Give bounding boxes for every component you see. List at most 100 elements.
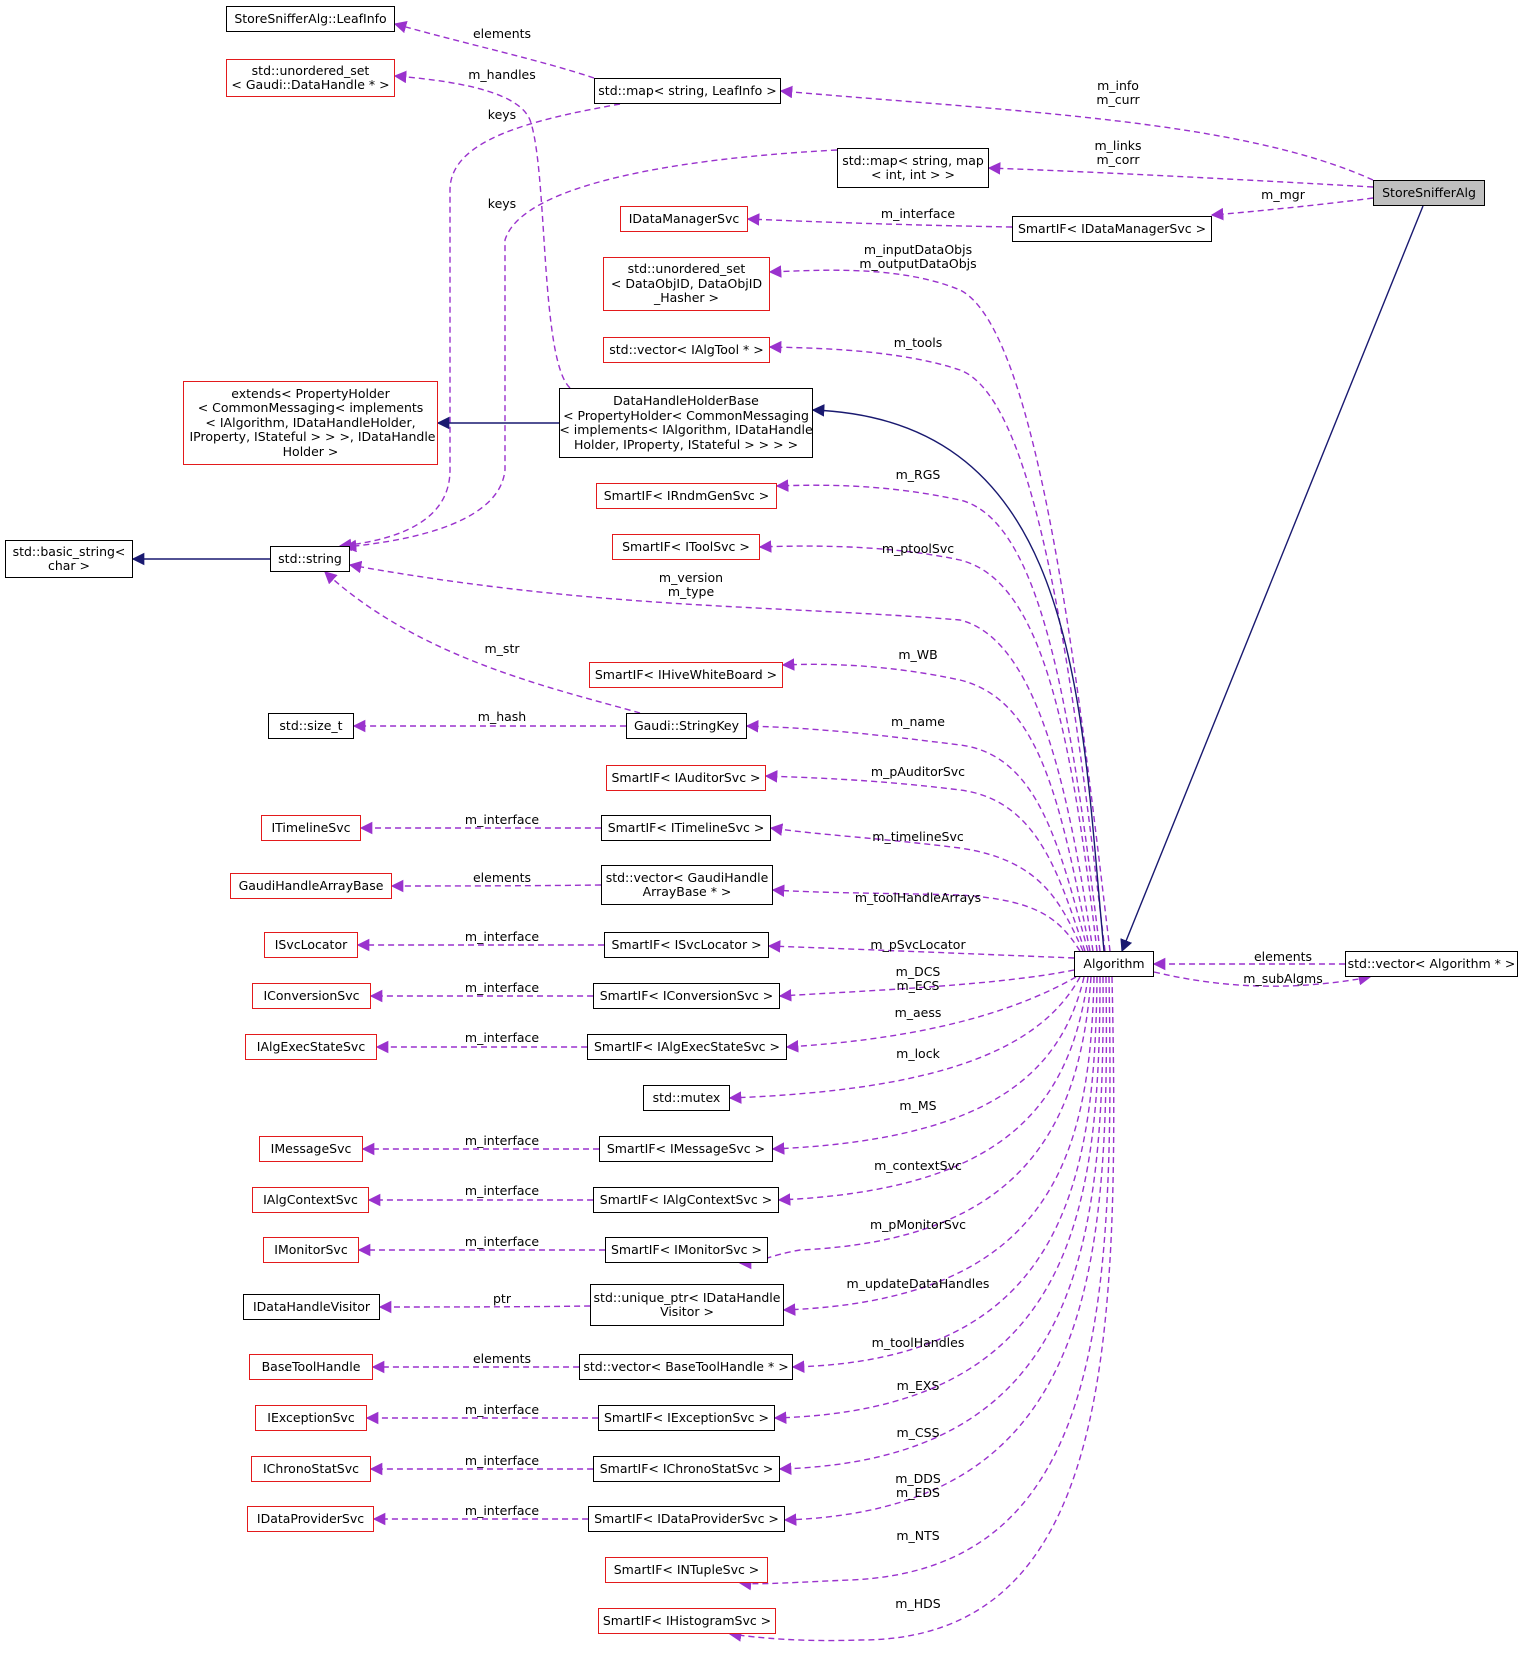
edge-elements-gaudihandle [390,879,602,893]
node-mutex[interactable]: std::mutex [643,1085,730,1111]
node-map-map[interactable]: std::map< string, map < int, int > > [837,148,989,188]
node-map-leafinfo[interactable]: std::map< string, LeafInfo > [594,78,781,104]
edge-label-elements-gaudihandle: elements [473,870,531,885]
node-datahandleholderbase[interactable]: DataHandleHolderBase < PropertyHolder< C… [559,388,813,458]
edge-m-psvclocator [767,940,1075,959]
node-smartif-idatamanager[interactable]: SmartIF< IDataManagerSvc > [1012,216,1212,242]
node-iexceptionsvc: IExceptionSvc [255,1405,367,1431]
edge-label-m-interface-datamgr: m_interface [881,206,955,221]
edge-label-m-pauditorsvc: m_pAuditorSvc [871,764,965,779]
node-smartif-isvclocator[interactable]: SmartIF< ISvcLocator > [604,932,769,958]
edge-m-ptoolsvc [758,540,1098,952]
node-smartif-ihive: SmartIF< IHiveWhiteBoard > [589,662,783,688]
edge-label-m-lock: m_lock [896,1046,940,1061]
node-smartif-imessage[interactable]: SmartIF< IMessageSvc > [599,1136,773,1162]
edge-label-keys-mapmap: keys [488,196,516,211]
node-vector-gaudihandle[interactable]: std::vector< GaudiHandle ArrayBase * > [601,865,773,905]
edge-m-links-corr [987,162,1374,188]
edge-alg-datahandleholderbase [811,404,1105,952]
edge-label-m-nts: m_NTS [896,1528,939,1543]
edge-label-ptr: ptr [493,1291,512,1306]
edge-m-pmonitorsvc [738,976,1092,1270]
node-basic-string[interactable]: std::basic_string< char > [5,540,133,578]
edge-keys-mapmap [343,149,838,553]
edge-label-m-hds: m_HDS [895,1596,940,1611]
edge-label-m-name: m_name [891,714,945,729]
edge-label-m-aess: m_aess [895,1005,942,1020]
node-idataprovidersvc: IDataProviderSvc [247,1506,374,1532]
node-smartif-ialgcontext[interactable]: SmartIF< IAlgContextSvc > [593,1187,779,1213]
edge-m-nts [738,976,1111,1591]
node-basetoolhandle: BaseToolHandle [249,1354,373,1380]
node-storesniffer[interactable]: StoreSnifferAlg [1373,180,1485,206]
edge-m-handles [393,70,571,389]
node-vector-basetool[interactable]: std::vector< BaseToolHandle * > [579,1354,793,1380]
edge-label-m-interface-conversion: m_interface [465,980,539,995]
edge-label-m-tools: m_tools [894,335,943,350]
node-uset-datahandle: std::unordered_set < Gaudi::DataHandle *… [226,59,395,97]
edge-m-name [745,720,1089,952]
edge-label-m-str: m_str [485,641,521,656]
edge-label-m-exs: m_EXS [897,1378,940,1393]
node-smartif-ichrono[interactable]: SmartIF< IChronoStatSvc > [593,1456,780,1482]
node-gaudihandlearraybase: GaudiHandleArrayBase [230,873,392,899]
edge-label-m-contextsvc: m_contextSvc [874,1158,962,1173]
edge-m-subalgms [1153,971,1372,987]
edge-label-m-rgs: m_RGS [896,467,941,482]
edge-keys-map [338,103,621,552]
edge-m-css [778,976,1104,1475]
node-imonitorsvc: IMonitorSvc [263,1237,359,1263]
edge-label-m-interface-dataprovider: m_interface [465,1503,539,1518]
node-ialgexecstatesvc: IAlgExecStateSvc [245,1034,377,1060]
node-unique-ptr[interactable]: std::unique_ptr< IDataHandle Visitor > [590,1284,784,1326]
node-uset-dataobjid: std::unordered_set < DataObjID, DataObjI… [603,257,770,311]
node-smartif-itoolsvc: SmartIF< IToolSvc > [612,534,760,560]
node-size-t[interactable]: std::size_t [268,713,354,739]
edge-m-wb [781,658,1091,952]
node-smartif-itimeline[interactable]: SmartIF< ITimelineSvc > [601,815,771,841]
edge-label-m-toolhandles: m_toolHandles [872,1335,965,1350]
node-stringkey[interactable]: Gaudi::StringKey [626,713,747,739]
edge-m-ms [771,976,1085,1155]
edge-label-m-interface-message: m_interface [465,1133,539,1148]
edge-storesniffer-algorithm [1120,205,1424,953]
node-smartif-imonitor[interactable]: SmartIF< IMonitorSvc > [605,1237,768,1263]
edge-label-m-interface-timeline: m_interface [465,812,539,827]
edge-label-m-interface-svclocator: m_interface [465,929,539,944]
node-std-string[interactable]: std::string [270,546,350,572]
node-smartif-idataprovider[interactable]: SmartIF< IDataProviderSvc > [588,1506,785,1532]
edge-label-m-pmonitorsvc: m_pMonitorSvc [870,1217,966,1232]
edge-label-m-css: m_CSS [896,1425,939,1440]
node-smartif-iexception[interactable]: SmartIF< IExceptionSvc > [598,1405,775,1431]
edge-label-m-ptoolsvc: m_ptoolSvc [882,541,954,556]
edge-elements-leafinfo [393,20,595,79]
node-smartif-iconversion[interactable]: SmartIF< IConversionSvc > [593,983,780,1009]
node-vector-ialgtool: std::vector< IAlgTool * > [603,337,770,363]
node-vector-algorithm[interactable]: std::vector< Algorithm * > [1345,951,1518,977]
edge-m-toolhandlearrays [771,884,1081,952]
node-leafinfo[interactable]: StoreSnifferAlg::LeafInfo [226,6,395,32]
edge-m-interface-datamgr [746,213,1013,228]
edge-m-dds-eds [783,976,1108,1526]
edge-label-m-psvclocator: m_pSvcLocator [870,937,966,952]
node-algorithm[interactable]: Algorithm [1074,951,1154,977]
edge-label-m-interface-algcontext: m_interface [465,1183,539,1198]
edge-label-m-handles: m_handles [468,67,536,82]
node-imessagesvc: IMessageSvc [259,1136,363,1162]
node-ichronostatsvc: IChronoStatSvc [251,1456,371,1482]
node-idatahandlevisitor[interactable]: IDataHandleVisitor [243,1294,380,1320]
edge-m-hds [728,976,1115,1642]
node-smartif-ialgexec[interactable]: SmartIF< IAlgExecStateSvc > [587,1034,787,1060]
edge-label-m-subalgms: m_subAlgms [1243,971,1322,986]
node-idatamanagersvc: IDataManagerSvc [620,206,748,232]
node-extends[interactable]: extends< PropertyHolder < CommonMessagin… [183,381,438,465]
edge-label-m-interface-exception: m_interface [465,1402,539,1417]
